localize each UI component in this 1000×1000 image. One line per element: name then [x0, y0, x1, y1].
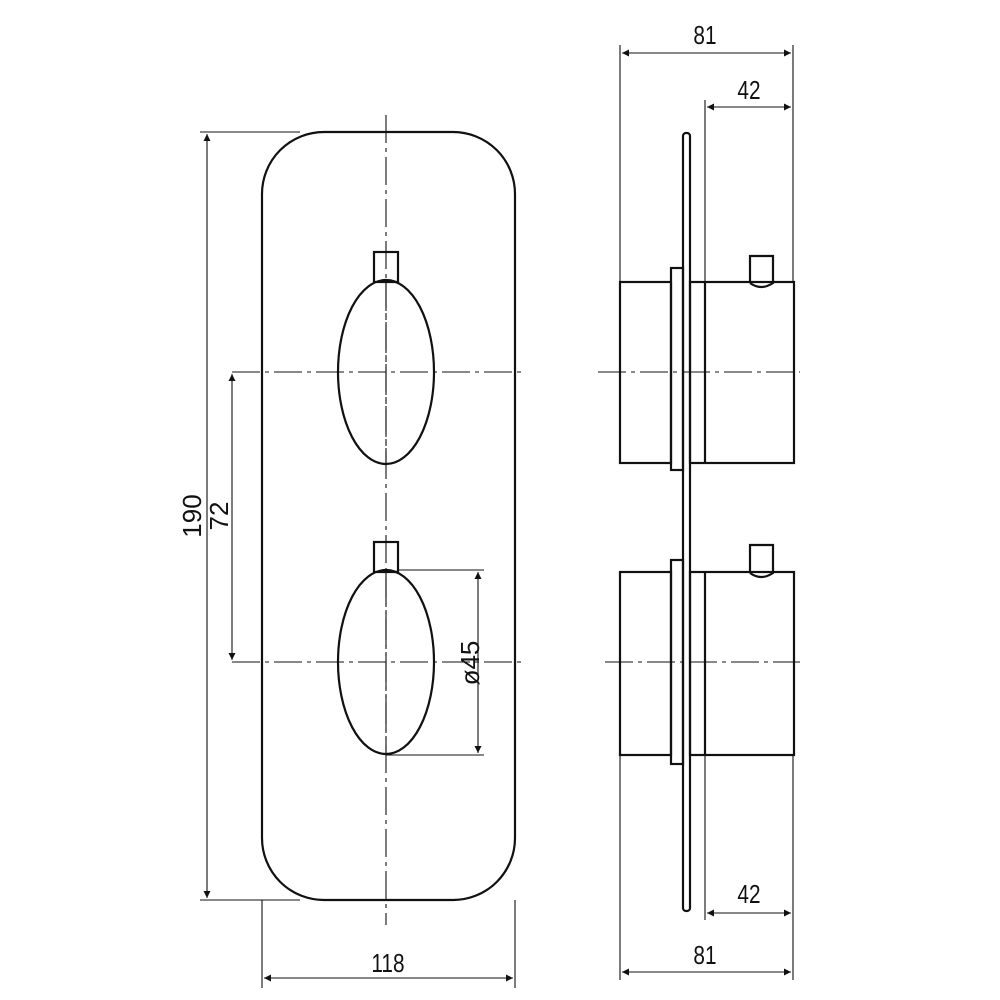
top-projection-dimension-label: 42 [737, 76, 760, 105]
cover-plate [260, 130, 517, 902]
height-dimension-label: 190 [177, 494, 207, 537]
bottom-projection-dimension-label: 42 [737, 880, 760, 909]
lower-body-rear [618, 570, 673, 757]
upper-indicator-stem [748, 254, 775, 289]
side-plate [681, 131, 692, 913]
side-view: 81 42 42 81 [598, 21, 800, 980]
top-depth-dimension-label: 81 [693, 21, 716, 50]
upper-flange [669, 266, 685, 472]
lower-body-front [688, 570, 796, 757]
diameter-dimension-label: ø45 [455, 641, 485, 686]
width-dimension-label: 118 [371, 949, 404, 978]
bottom-depth-dimension-label: 81 [693, 941, 716, 970]
lower-indicator-stem [748, 543, 775, 579]
front-view: 190 72 ø45 118 [177, 115, 525, 988]
spacing-dimension-label: 72 [204, 502, 234, 531]
